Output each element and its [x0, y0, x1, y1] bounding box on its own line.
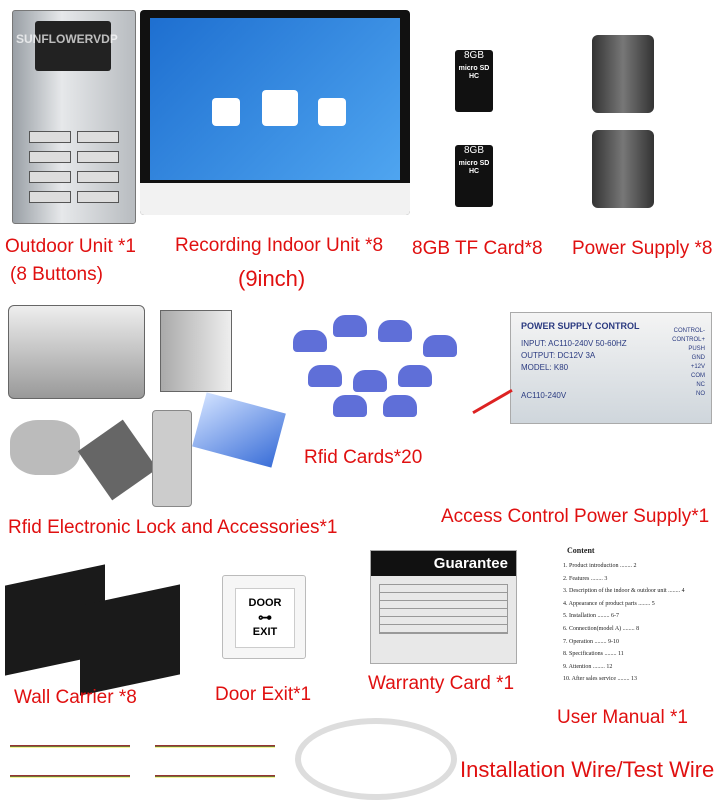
- app-icon: [262, 90, 298, 126]
- psu-output: OUTPUT: DC12V 3A: [521, 351, 596, 360]
- manual-item: 8. Specifications ........ 11: [563, 651, 624, 658]
- power-adapter-image: [592, 130, 654, 208]
- sd-brand: micro SD HC: [458, 160, 490, 175]
- psu-model: MODEL: K80: [521, 363, 569, 372]
- app-icon: [318, 98, 346, 126]
- manual-item: 5. Installation ........ 6-7: [563, 613, 619, 620]
- manual-item: 3. Description of the indoor & outdoor u…: [563, 588, 685, 595]
- label-access-psu: Access Control Power Supply*1: [441, 506, 710, 527]
- rfid-reader-image: [10, 420, 80, 475]
- label-wall-carrier: Wall Carrier *8: [14, 687, 137, 708]
- outdoor-unit-image: [12, 10, 136, 224]
- rfid-tags-image: [283, 310, 468, 420]
- camera-panel: [35, 21, 111, 71]
- label-indoor-unit: Recording Indoor Unit *8: [175, 235, 384, 256]
- exit-bottom-text: EXIT: [252, 626, 278, 638]
- indoor-monitor-image: [140, 10, 410, 215]
- sd-brand: micro SD HC: [458, 65, 490, 80]
- label-door-exit: Door Exit*1: [215, 684, 312, 705]
- rfid-card-image: [192, 392, 286, 468]
- cable-image: [10, 775, 130, 778]
- access-control-psu-image: POWER SUPPLY CONTROL INPUT: AC110-240V 5…: [510, 312, 712, 424]
- psu-input: INPUT: AC110-240V 50-60HZ: [521, 339, 627, 348]
- cable-image: [155, 745, 275, 748]
- label-installation-wire: Installation Wire/Test Wire: [460, 757, 715, 782]
- sd-card-image: 8GB micro SD HC: [455, 50, 493, 112]
- psu-title: POWER SUPPLY CONTROL: [521, 321, 640, 331]
- manual-item: 1. Product introduction ........ 2: [563, 563, 637, 569]
- psu-ac: AC110-240V: [521, 391, 567, 400]
- cable-image: [10, 745, 130, 748]
- watermark: SUNFLOWERVDP: [16, 32, 118, 46]
- label-indoor-size: (9inch): [238, 266, 306, 291]
- monitor-button-bar: [140, 183, 410, 215]
- label-user-manual: User Manual *1: [557, 707, 688, 728]
- coiled-wire-image: [295, 718, 457, 800]
- label-rfid-lock: Rfid Electronic Lock and Accessories*1: [8, 517, 338, 538]
- user-manual-image: Content 1. Product introduction ........…: [555, 540, 715, 700]
- manual-item: 7. Operation ........ 9-10: [563, 638, 619, 645]
- keys-image: [77, 419, 158, 501]
- guarantee-form: [379, 584, 508, 634]
- remote-control-image: [152, 410, 192, 507]
- electronic-lock-image: [8, 305, 145, 399]
- door-exit-button-image: DOOR⊶EXIT: [222, 575, 306, 659]
- warranty-card-image: Guarantee: [370, 550, 517, 664]
- manual-item: 6. Connection(model A) ........ 8: [563, 625, 640, 632]
- label-power-supply: Power Supply *8: [572, 238, 713, 259]
- manual-item: 9. Attention ........ 12: [563, 663, 613, 670]
- power-adapter-image: [592, 35, 654, 113]
- label-outdoor-unit: Outdoor Unit *1: [5, 236, 136, 257]
- exit-top-text: DOOR: [248, 597, 282, 609]
- lock-strike-image: [160, 310, 232, 392]
- app-icon: [212, 98, 240, 126]
- red-wire: [472, 388, 513, 415]
- cable-image: [155, 775, 275, 778]
- manual-title: Content: [567, 546, 595, 555]
- label-outdoor-buttons: (8 Buttons): [10, 264, 103, 285]
- manual-item: 2. Features ........ 3: [563, 575, 608, 582]
- label-warranty: Warranty Card *1: [368, 673, 515, 694]
- key-icon: ⊶: [258, 609, 272, 625]
- monitor-screen: [150, 18, 400, 180]
- label-rfid-cards: Rfid Cards*20: [304, 447, 423, 468]
- sd-capacity: 8GB: [463, 50, 484, 61]
- sd-capacity: 8GB: [463, 145, 484, 156]
- guarantee-title: Guarantee: [371, 551, 516, 576]
- sd-card-image: 8GB micro SD HC: [455, 145, 493, 207]
- label-tf-card: 8GB TF Card*8: [412, 238, 543, 259]
- manual-item: 4. Appearance of product parts ........ …: [563, 600, 655, 607]
- manual-item: 10. After sales service ........ 13: [563, 676, 637, 683]
